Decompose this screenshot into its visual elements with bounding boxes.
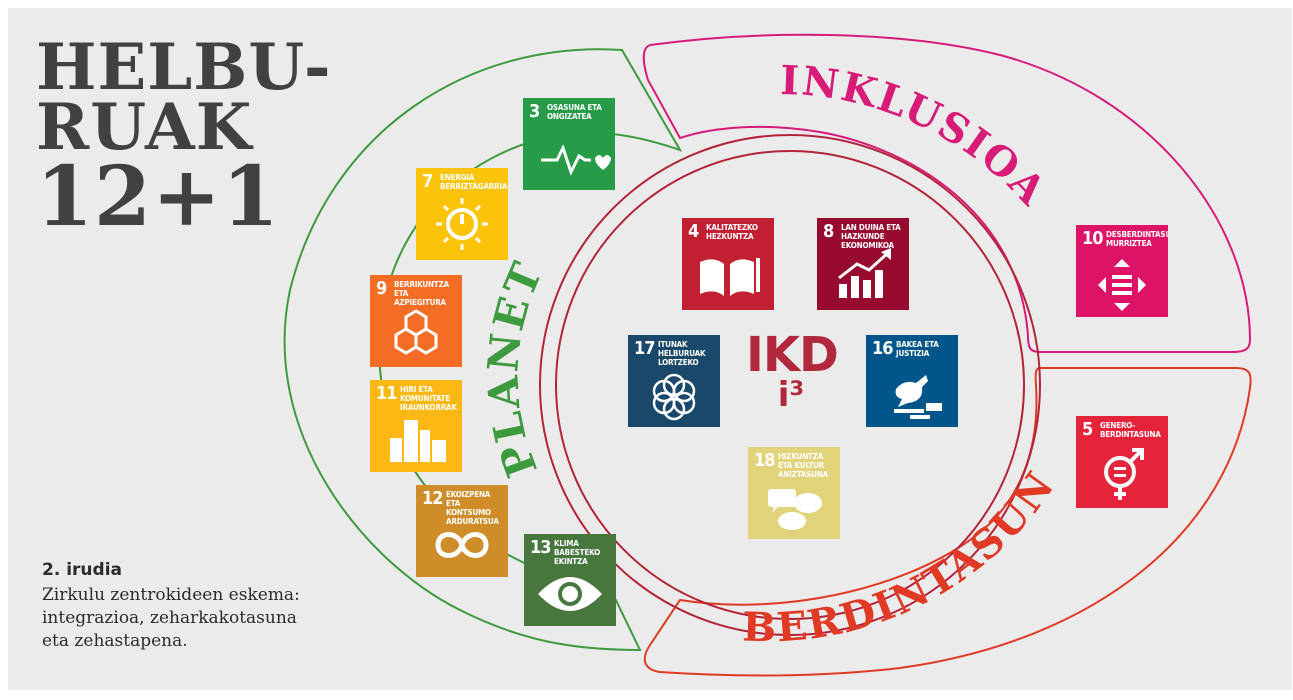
sdg-number: 13 — [530, 537, 552, 558]
sdg-tile-8: 8 LAN DUINA ETA HAZKUNDE EKONOMIKOA — [817, 218, 909, 310]
growth-chart-icon — [838, 248, 891, 298]
ikd-logo: IKD i³ — [746, 327, 839, 415]
sdg-label: BERRIKUNTZA ETA AZPIEGITURA — [394, 280, 449, 307]
inner-circle-outer — [539, 134, 1041, 636]
cubes-icon — [394, 309, 438, 355]
sdg-number: 12 — [422, 488, 444, 509]
flower-rings-icon — [652, 373, 696, 421]
inner-circle-inner — [555, 150, 1025, 620]
equality-arrows-icon — [1098, 259, 1146, 311]
title-line-3: 12+1 — [36, 149, 280, 245]
sdg-number: 16 — [872, 338, 894, 359]
dove-gavel-icon — [894, 375, 942, 419]
ikd-logo-main: IKD — [746, 327, 839, 383]
caption-body: Zirkulu zentrokideen eskema: integrazioa… — [42, 585, 300, 651]
sdg-label: DESBERDINTASUNAK MURRIZTEA — [1106, 230, 1168, 248]
sdg-number: 18 — [754, 450, 776, 471]
ikd-logo-sub: i³ — [777, 375, 805, 415]
title-line-1: HELBU- — [36, 30, 332, 105]
caption-title: 2. irudia — [42, 560, 122, 580]
page-title: HELBU- RUAK 12+1 — [36, 30, 332, 245]
sdg-number: 3 — [529, 101, 540, 122]
sdg-number: 4 — [688, 221, 699, 242]
sdg-tile-10: 10DESBERDINTASUNAK MURRIZTEA — [1076, 225, 1168, 317]
sdg-label: HIRI ETA KOMUNITATE IRAUNKORRAK — [400, 385, 457, 412]
heartbeat-icon — [541, 144, 611, 176]
sdg-label: ITUNAK HELBURUAK LORTZEKO — [658, 340, 706, 367]
sdg-label: KLIMA BABESTEKO EKINTZA — [554, 539, 601, 566]
inklusioa-ring — [642, 33, 1252, 353]
sdg-tile-5: 5 GENERO-BERDINTASUNA — [1076, 416, 1168, 508]
sdg-label: KALITATEZKO HEZKUNTZA — [706, 223, 758, 241]
sdg-number: 17 — [634, 338, 656, 359]
sdg-number: 8 — [823, 221, 834, 242]
sdg-label: LAN DUINA ETA HAZKUNDE EKONOMIKOA — [841, 223, 901, 250]
infinity-icon — [435, 532, 489, 558]
eye-globe-icon — [538, 577, 602, 611]
sdg-label: GENERO-BERDINTASUNA — [1100, 421, 1161, 439]
sdg-tile-4: 4 KALITATEZKO HEZKUNTZA — [682, 218, 774, 310]
sdg-label: EKOIZPENA ETA KONTSUMO ARDURATSUA — [446, 490, 499, 526]
sdg-label: ENERGIA BERRIZTAGARRIAK — [440, 173, 508, 191]
title-line-2: RUAK — [36, 90, 253, 165]
city-icon — [390, 420, 446, 462]
sun-power-icon — [436, 198, 488, 250]
sdg-label: OSASUNA ETA ONGIZATEA — [547, 103, 602, 121]
sdg-number: 9 — [376, 278, 387, 299]
sdg-tile-3: 3 OSASUNA ETA ONGIZATEA — [523, 98, 615, 190]
sdg-number: 7 — [422, 171, 433, 192]
sdg-tile-9: 9 BERRIKUNTZA ETA AZPIEGITURA — [370, 275, 462, 367]
sdg-number: 11 — [376, 383, 398, 404]
planeta-ring — [283, 48, 683, 652]
gender-equality-icon — [1104, 448, 1144, 500]
book-pencil-icon — [700, 258, 760, 296]
speech-bubbles-icon — [768, 489, 822, 530]
sdg-number: 10 — [1082, 228, 1104, 249]
sdg-tile-7: 7 ENERGIA BERRIZTAGARRIAK — [416, 168, 508, 260]
figure-caption: 2. irudia Zirkulu zentrokideen eskema: i… — [42, 560, 302, 653]
sdg-label: BAKEA ETA JUSTIZIA — [896, 340, 939, 358]
sdg-number: 5 — [1082, 419, 1093, 440]
sdg-label: HIZKUNTZA ETA KULTUR ANIZTASUNA — [778, 452, 828, 479]
